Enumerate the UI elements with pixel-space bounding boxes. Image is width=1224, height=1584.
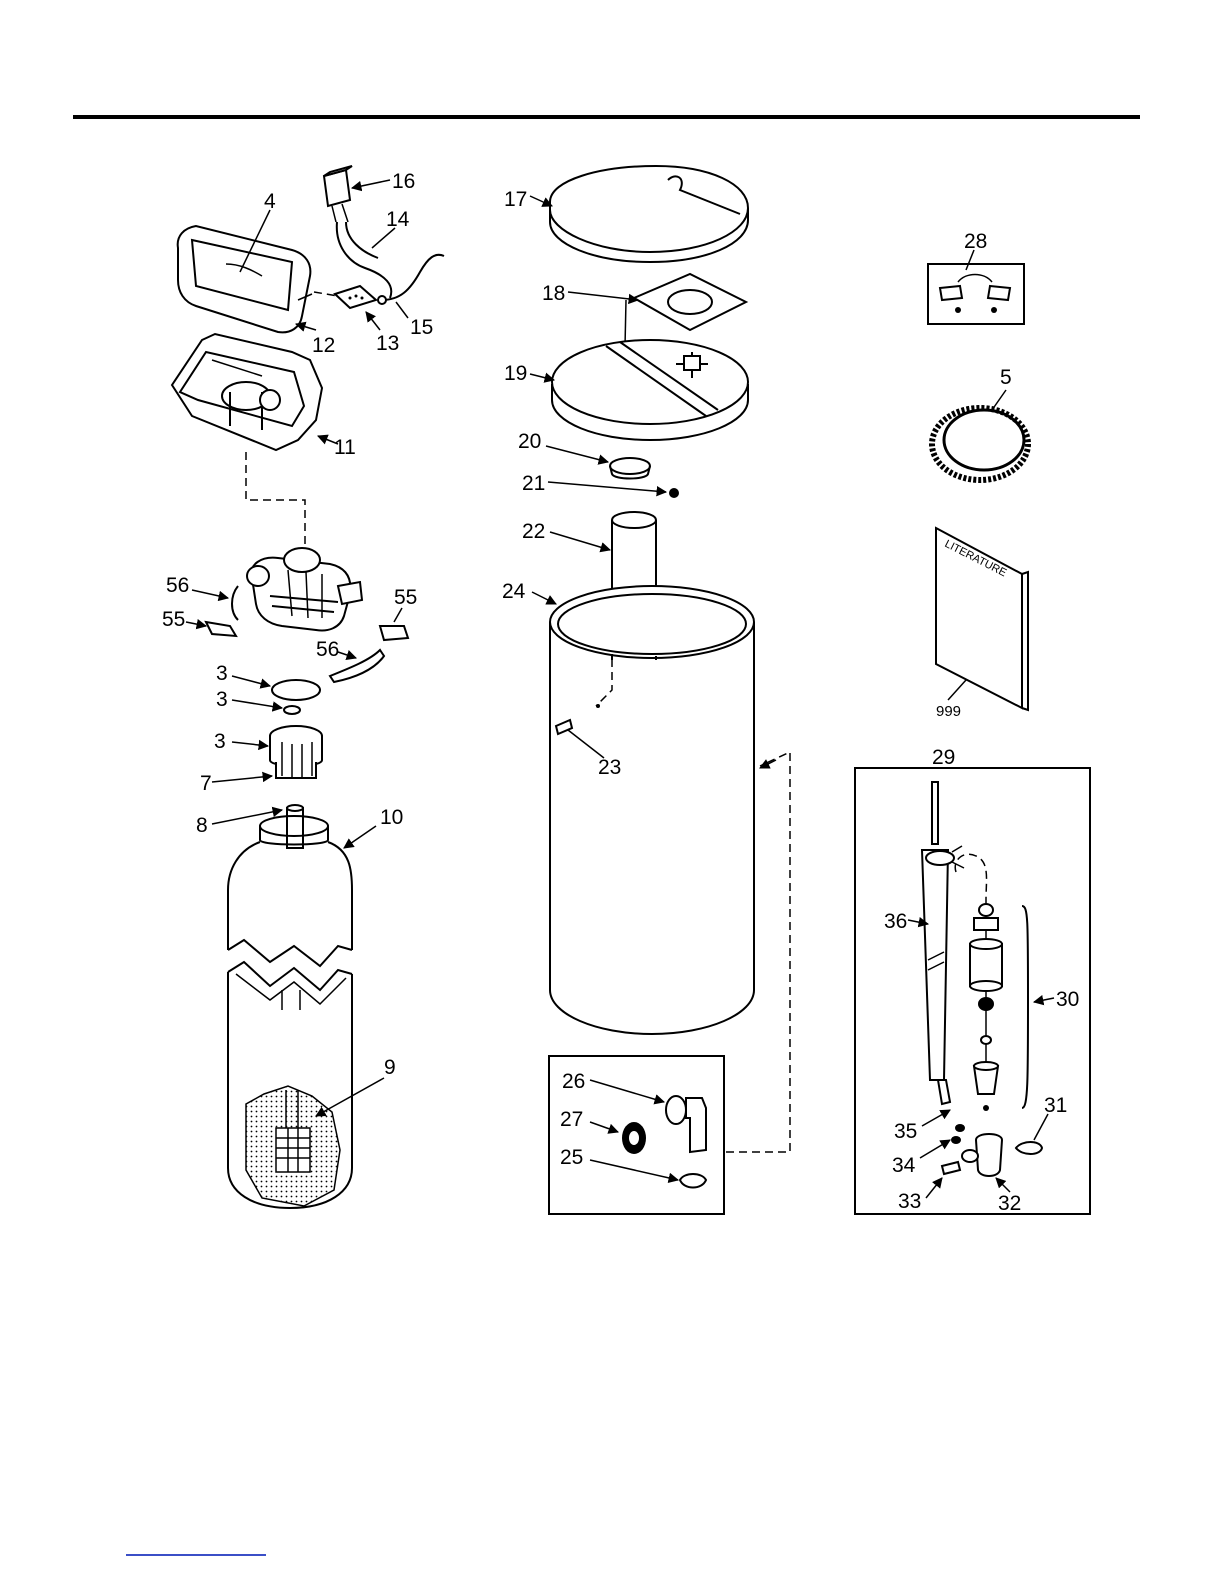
part-label-4: 4 — [264, 190, 276, 213]
part-label-999: 999 — [936, 703, 961, 720]
part-label-16: 16 — [392, 170, 415, 193]
o-ring-part — [284, 706, 300, 714]
part-label-18: 18 — [542, 282, 565, 305]
gravel-bed-part — [246, 1086, 340, 1206]
part-label-55: 55 — [394, 586, 417, 609]
part-label-25: 25 — [560, 1146, 583, 1169]
part-label-28: 28 — [964, 230, 987, 253]
hose-clamp-part — [680, 1174, 706, 1188]
part-label-9: 9 — [384, 1056, 396, 1079]
adapter-collar-part — [270, 726, 322, 778]
part-label-55: 55 — [162, 608, 185, 631]
alignment-line — [726, 752, 790, 1152]
part-label-8: 8 — [196, 814, 208, 837]
adapter-part — [206, 622, 236, 636]
salt-platform-part — [552, 340, 748, 440]
part-label-33: 33 — [898, 1190, 921, 1213]
part-label-3: 3 — [214, 730, 226, 753]
part-label-29: 29 — [932, 746, 955, 769]
grommet-part — [622, 1122, 646, 1154]
part-label-11: 11 — [334, 436, 356, 459]
part-label-13: 13 — [376, 332, 399, 355]
part-label-19: 19 — [504, 362, 527, 385]
part-label-56: 56 — [316, 638, 339, 661]
tank-lid-part — [550, 166, 748, 262]
adapter-part — [380, 626, 408, 640]
part-label-20: 20 — [518, 430, 541, 453]
part-label-35: 35 — [894, 1120, 917, 1143]
clip-part — [232, 586, 238, 620]
brine-valve-box — [855, 768, 1090, 1214]
brine-valve-assembly — [922, 782, 1042, 1176]
part-label-12: 12 — [312, 334, 335, 357]
cap-part — [610, 458, 650, 479]
drain-hose-part — [932, 408, 1028, 480]
circuit-board-part — [335, 286, 376, 308]
riser-tube-part — [287, 808, 303, 848]
part-label-31: 31 — [1044, 1094, 1067, 1117]
transformer-part — [324, 166, 352, 222]
part-label-3: 3 — [216, 662, 228, 685]
literature-booklet-part: LITERATURE — [936, 528, 1028, 710]
part-label-15: 15 — [410, 316, 433, 339]
part-label-23: 23 — [598, 756, 621, 779]
bypass-clip-part — [940, 275, 1010, 314]
part-label-32: 32 — [998, 1192, 1021, 1215]
part-label-30: 30 — [1056, 988, 1079, 1011]
alignment-line — [246, 452, 305, 548]
footer-link-underline[interactable] — [126, 1554, 266, 1556]
part-label-10: 10 — [380, 806, 403, 829]
part-label-14: 14 — [386, 208, 410, 231]
part-label-26: 26 — [562, 1070, 585, 1093]
controller-base-part — [172, 334, 322, 450]
part-label-27: 27 — [560, 1108, 583, 1131]
part-label-22: 22 — [522, 520, 545, 543]
part-label-24: 24 — [502, 580, 526, 603]
part-label-5: 5 — [1000, 366, 1012, 389]
part-label-17: 17 — [504, 188, 527, 211]
controller-cover-part — [178, 226, 312, 332]
overflow-elbow-part — [666, 1096, 706, 1152]
part-label-34: 34 — [892, 1154, 916, 1177]
valve-body-part — [247, 548, 362, 630]
part-label-36: 36 — [884, 910, 907, 933]
part-label-21: 21 — [522, 472, 545, 495]
part-label-3: 3 — [216, 688, 228, 711]
part-label-56: 56 — [166, 574, 189, 597]
o-ring-part — [272, 680, 320, 700]
brine-tank-part — [550, 586, 754, 1034]
float-ball-part — [669, 488, 679, 498]
grid-plate-part — [634, 274, 746, 330]
part-label-7: 7 — [200, 772, 212, 795]
